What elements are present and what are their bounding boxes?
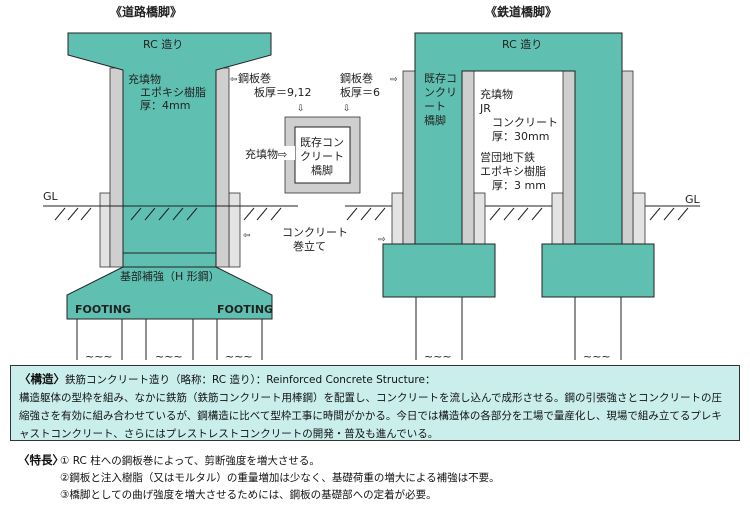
concrete-jacket-left [99, 192, 111, 268]
concrete-wrap-label: コンクリート [282, 226, 348, 239]
concrete-jacket-right [228, 192, 241, 268]
footing-label-right: FOOTING [217, 303, 273, 316]
rail-footing-right [541, 243, 655, 298]
structure-heading: 鉄筋コンクリート造り（略称：RC 造り）：Reinforced Concrete… [65, 374, 436, 386]
pier-diagram: 《道路橋脚》 RC 造り 充填物 エポキシ樹脂 厚：4mm 基部補強（H 形鋼）… [43, 4, 701, 363]
features-list: 〈特長〉① RC 柱への鋼板巻によって、剪断強度を増大させる。 ②鋼板と注入樹脂… [18, 452, 500, 504]
filler-thickness: 厚：3 mm [492, 179, 546, 192]
steel-plate-thickness-1: 板厚＝9,12 [254, 85, 312, 99]
steel-plate [562, 70, 576, 245]
filler-material: コンクリート [492, 116, 558, 129]
arrow-right-icon: ⇨ [390, 75, 398, 85]
rail-footing-left [382, 243, 496, 298]
existing-pier-section [294, 126, 351, 184]
steel-plate [621, 70, 634, 245]
existing-pier-label: ート [424, 100, 446, 113]
core-label: 橋脚 [311, 163, 333, 177]
arrow-down-icon: ⇩ [343, 104, 351, 114]
structure-description-box: 〈構造〉鉄筋コンクリート造り（略称：RC 造り）：Reinforced Conc… [10, 365, 740, 441]
structure-body: 構造躯体の型枠を組み、なかに鉄筋（鉄筋コンクリート用棒鋼）を配置し、コンクリート… [19, 392, 722, 440]
filler-label: 充填物 [128, 72, 161, 86]
filler-thickness: 厚：30mm [492, 130, 549, 143]
road-pier-column [67, 32, 272, 268]
arrow-left-icon: ⇦ [230, 75, 238, 85]
feature-item: ②鋼板と注入樹脂（又はモルタル）の重量増加は少なく、基礎荷重の増大による補強は不… [60, 472, 500, 484]
base-reinforcement-label: 基部補強（H 形鋼） [120, 269, 220, 283]
existing-pier-label: 既存コ [424, 71, 457, 85]
filler-jr: JR [479, 102, 491, 115]
steel-plate [461, 70, 475, 245]
piles-road [76, 319, 263, 360]
gl-label-left: GL [43, 190, 59, 203]
concrete-wrap-label: 巻立て [293, 239, 326, 253]
features-label: 〈特長〉 [18, 453, 64, 467]
filler-material: エポキシ樹脂 [480, 164, 546, 178]
arrow-left-icon: ⇦ [243, 231, 251, 241]
ground-waves: ~~~ [155, 350, 183, 363]
feature-item: ③橋脚としての曲げ強度を増大させるためには、鋼板の基礎部への定着が必要。 [60, 489, 437, 501]
ground-hatch [54, 207, 689, 221]
filler-material: エポキシ樹脂 [140, 85, 206, 99]
arrow-right-icon: ⇨ [378, 235, 386, 245]
steel-plate-right [215, 67, 230, 268]
ground-waves: ~~~ [85, 350, 113, 363]
filler-label: 充填物⇨ [245, 147, 287, 161]
road-footing [66, 266, 273, 320]
steel-plate-label-1: 鋼板巻 [238, 71, 271, 85]
ground-waves: ~~~ [225, 350, 253, 363]
existing-pier-label: ンクリ [424, 86, 457, 99]
road-pier-title: 《道路橋脚》 [110, 4, 182, 19]
ground-waves: ~~~ [424, 350, 452, 363]
structure-label: 〈構造〉 [19, 372, 65, 386]
filler-label: 充填物 [480, 87, 513, 101]
gl-label-right: GL [685, 193, 701, 206]
ground-waves: ~~~ [583, 350, 611, 363]
arrow-down-icon: ⇩ [297, 104, 305, 114]
steel-plate-left [109, 67, 124, 268]
steel-plate-thickness-2: 板厚＝6 [340, 85, 380, 99]
core-label: クリート [300, 150, 344, 163]
rail-pier-title: 《鉄道橋脚》 [485, 4, 557, 19]
piles-rail [415, 297, 622, 360]
core-label: 既存コン [300, 135, 344, 149]
footing-label-left: FOOTING [75, 303, 131, 316]
existing-pier-label: 橋脚 [424, 113, 446, 127]
steel-plate-label-2: 鋼板巻 [340, 71, 373, 85]
filler-thickness: 厚：4mm [140, 99, 190, 112]
steel-plate [402, 70, 416, 245]
feature-item: ① RC 柱への鋼板巻によって、剪断強度を増大させる。 [60, 455, 320, 467]
filler-subway: 営団地下鉄 [480, 150, 535, 164]
rc-label: RC 造り [502, 37, 542, 51]
rc-label: RC 造り [143, 37, 183, 51]
